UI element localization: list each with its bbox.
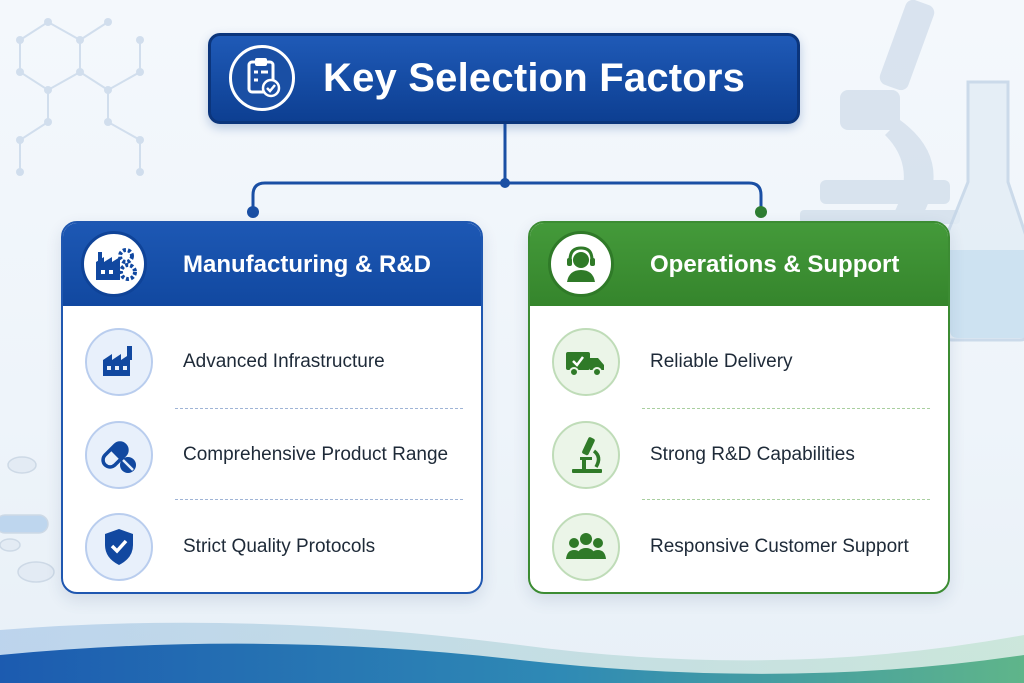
manufacturing-heading: Manufacturing & R&D — [183, 251, 431, 278]
list-item: Comprehensive Product Range — [63, 409, 481, 501]
pills-icon — [85, 421, 153, 489]
list-item: Advanced Infrastructure — [63, 316, 481, 408]
divider — [175, 408, 463, 409]
manufacturing-card-header: Manufacturing & R&D — [63, 223, 481, 306]
item-label: Advanced Infrastructure — [183, 351, 385, 372]
clipboard-check-icon — [229, 45, 295, 111]
headset-agent-icon — [548, 231, 614, 297]
divider — [175, 499, 463, 500]
item-label: Strong R&D Capabilities — [650, 444, 855, 465]
manufacturing-card: Manufacturing & R&D Advanced Infrastruct… — [61, 221, 483, 594]
page-title: Key Selection Factors — [323, 56, 746, 100]
list-item: Strong R&D Capabilities — [530, 409, 948, 501]
list-item: Responsive Customer Support — [530, 501, 948, 592]
item-label: Strict Quality Protocols — [183, 536, 376, 557]
delivery-truck-icon — [552, 328, 620, 396]
divider — [642, 499, 930, 500]
item-label: Reliable Delivery — [650, 351, 793, 372]
list-item: Reliable Delivery — [530, 316, 948, 408]
microscope-background-icon — [800, 0, 960, 224]
factory-gears-icon — [81, 231, 147, 297]
item-label: Comprehensive Product Range — [183, 444, 449, 465]
operations-card-header: Operations & Support — [530, 223, 948, 306]
list-item: Strict Quality Protocols — [63, 501, 481, 592]
divider — [642, 408, 930, 409]
operations-card: Operations & Support Reliable Delivery — [528, 221, 950, 594]
team-group-icon — [552, 513, 620, 581]
pills-background-icon — [0, 456, 55, 583]
factory-icon — [85, 328, 153, 396]
bottom-wave — [0, 622, 1024, 683]
microscope-icon — [552, 421, 620, 489]
title-banner: Key Selection Factors — [208, 33, 800, 124]
molecule-icon — [16, 18, 144, 176]
shield-check-icon — [85, 513, 153, 581]
operations-heading: Operations & Support — [650, 251, 900, 278]
item-label: Responsive Customer Support — [650, 536, 909, 557]
flask-background-icon — [942, 80, 1024, 342]
